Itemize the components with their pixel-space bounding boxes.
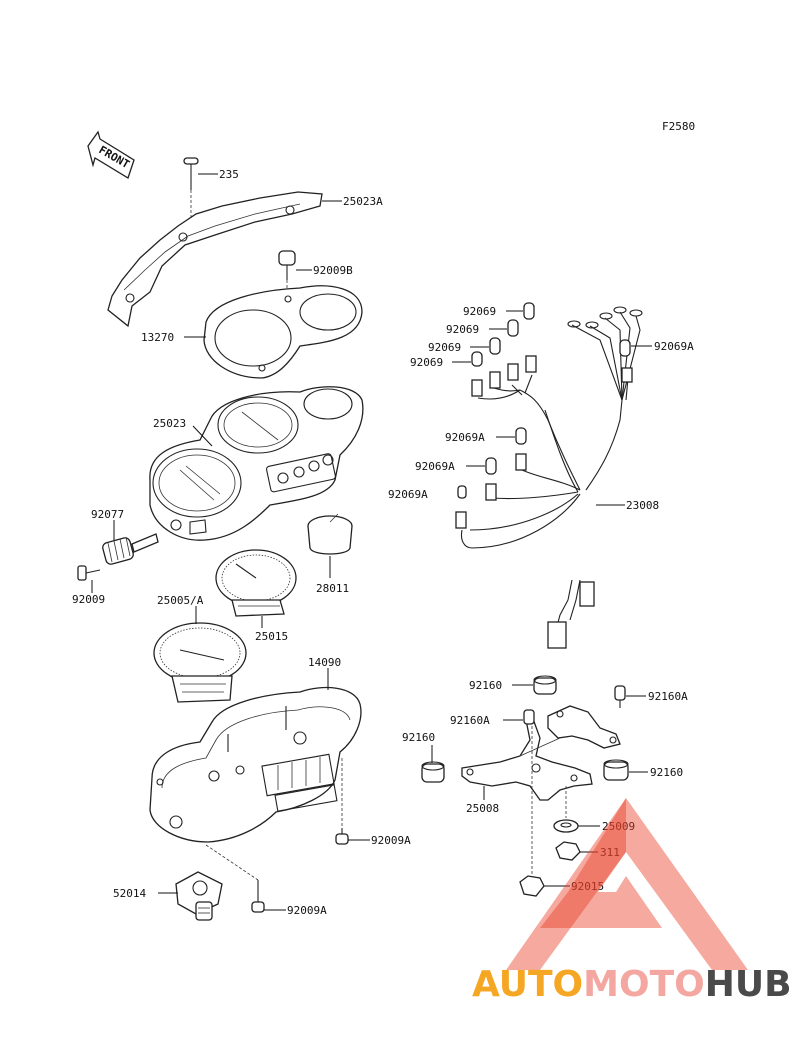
meter-25005A [153, 622, 247, 703]
gasket-13270 [203, 285, 363, 379]
callout-92009A-upper: 92009A [371, 834, 411, 847]
watermark-triangle-icon [540, 798, 748, 970]
callout-92160-2: 92160 [402, 731, 435, 744]
callout-25023A: 25023A [343, 195, 383, 208]
callout-92069A-3: 92069A [388, 488, 428, 501]
bulb-92069-2 [507, 319, 519, 337]
watermark-text: AUTOMOTOHUB [472, 964, 792, 1005]
wiring-harness-23008 [455, 306, 643, 649]
lower-case-14090 [149, 686, 362, 843]
meter-case-25023 [149, 386, 364, 541]
bulb-92069-4 [471, 351, 483, 367]
callout-92160-1: 92160 [469, 679, 502, 692]
callout-25009: 25009 [602, 820, 635, 833]
callout-14090: 14090 [308, 656, 341, 669]
watermark-logo: AUTOMOTOHUB [472, 798, 792, 1005]
nut-92015 [519, 875, 545, 897]
bracket-25023A [107, 191, 323, 328]
callout-13270: 13270 [141, 331, 174, 344]
knob-92077 [102, 533, 159, 565]
nut-311 [555, 841, 581, 861]
callout-25005A: 25005/A [157, 594, 204, 607]
bulb-92069A-1 [515, 427, 527, 445]
bulb-92069A-2 [485, 457, 497, 475]
bulb-92069A-3 [457, 485, 467, 499]
callout-92160-3: 92160 [650, 766, 683, 779]
bulb-92069-3 [489, 337, 501, 355]
gauge-28011 [307, 513, 353, 555]
screw-92009A-lower [251, 880, 265, 913]
callout-311: 311 [600, 846, 620, 859]
callout-92069A-2: 92069A [415, 460, 455, 473]
screw-92009A-upper [335, 828, 349, 845]
grommet-92160-3 [603, 759, 629, 781]
callout-52014: 52014 [113, 887, 146, 900]
callout-92160A-2: 92160A [450, 714, 490, 727]
callout-25015: 25015 [255, 630, 288, 643]
screw-92009 [77, 565, 101, 581]
callout-235: 235 [219, 168, 239, 181]
callout-92069-2: 92069 [446, 323, 479, 336]
meter-25015 [215, 549, 297, 617]
front-arrow-icon: FRONT [87, 130, 135, 179]
callout-23008: 23008 [626, 499, 659, 512]
callout-92160A-1: 92160A [648, 690, 688, 703]
screw-235 [183, 157, 199, 240]
callout-92009B: 92009B [313, 264, 353, 277]
bulb-92069A-right [619, 339, 631, 357]
grommet-92160-1 [533, 675, 557, 695]
grommet-92160A-1 [614, 685, 626, 708]
callout-92069-4: 92069 [410, 356, 443, 369]
callout-92009: 92009 [72, 593, 105, 606]
part-52014 [175, 871, 223, 921]
callout-28011: 28011 [316, 582, 349, 595]
callout-92069-1: 92069 [463, 305, 496, 318]
bulb-92069-1 [523, 302, 535, 320]
figure-code: F2580 [662, 120, 695, 133]
callout-92069A-right: 92069A [654, 340, 694, 353]
callout-25008: 25008 [466, 802, 499, 815]
callout-25023: 25023 [153, 417, 186, 430]
callout-92009A-lower: 92009A [287, 904, 327, 917]
callout-92077: 92077 [91, 508, 124, 521]
callout-92069A-1: 92069A [445, 431, 485, 444]
grommet-92160A-2 [523, 709, 535, 725]
collar-25009 [553, 819, 579, 833]
callout-92015: 92015 [571, 880, 604, 893]
callout-92069-3: 92069 [428, 341, 461, 354]
grommet-92160-2 [421, 761, 445, 783]
